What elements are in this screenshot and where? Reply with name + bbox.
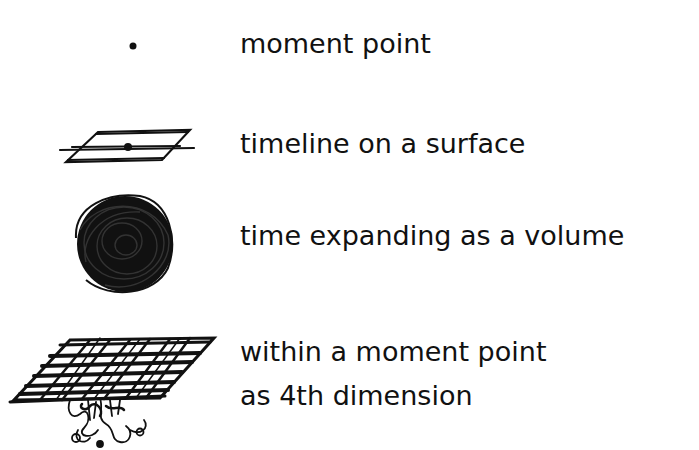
- handwritten-label: moment point: [240, 22, 431, 66]
- hatched-surface: [10, 338, 214, 402]
- handwritten-label: time expanding as a volume: [240, 214, 624, 258]
- fourth-dimension-scribble: [69, 398, 146, 447]
- handwritten-label: timeline on a surface: [240, 122, 525, 166]
- handwritten-label: within a moment point as 4th dimension: [240, 330, 565, 418]
- volume-scribble: [76, 195, 173, 292]
- moment-dot: [124, 143, 132, 151]
- moment-dot: [130, 43, 137, 50]
- surface-sketch: [60, 130, 194, 162]
